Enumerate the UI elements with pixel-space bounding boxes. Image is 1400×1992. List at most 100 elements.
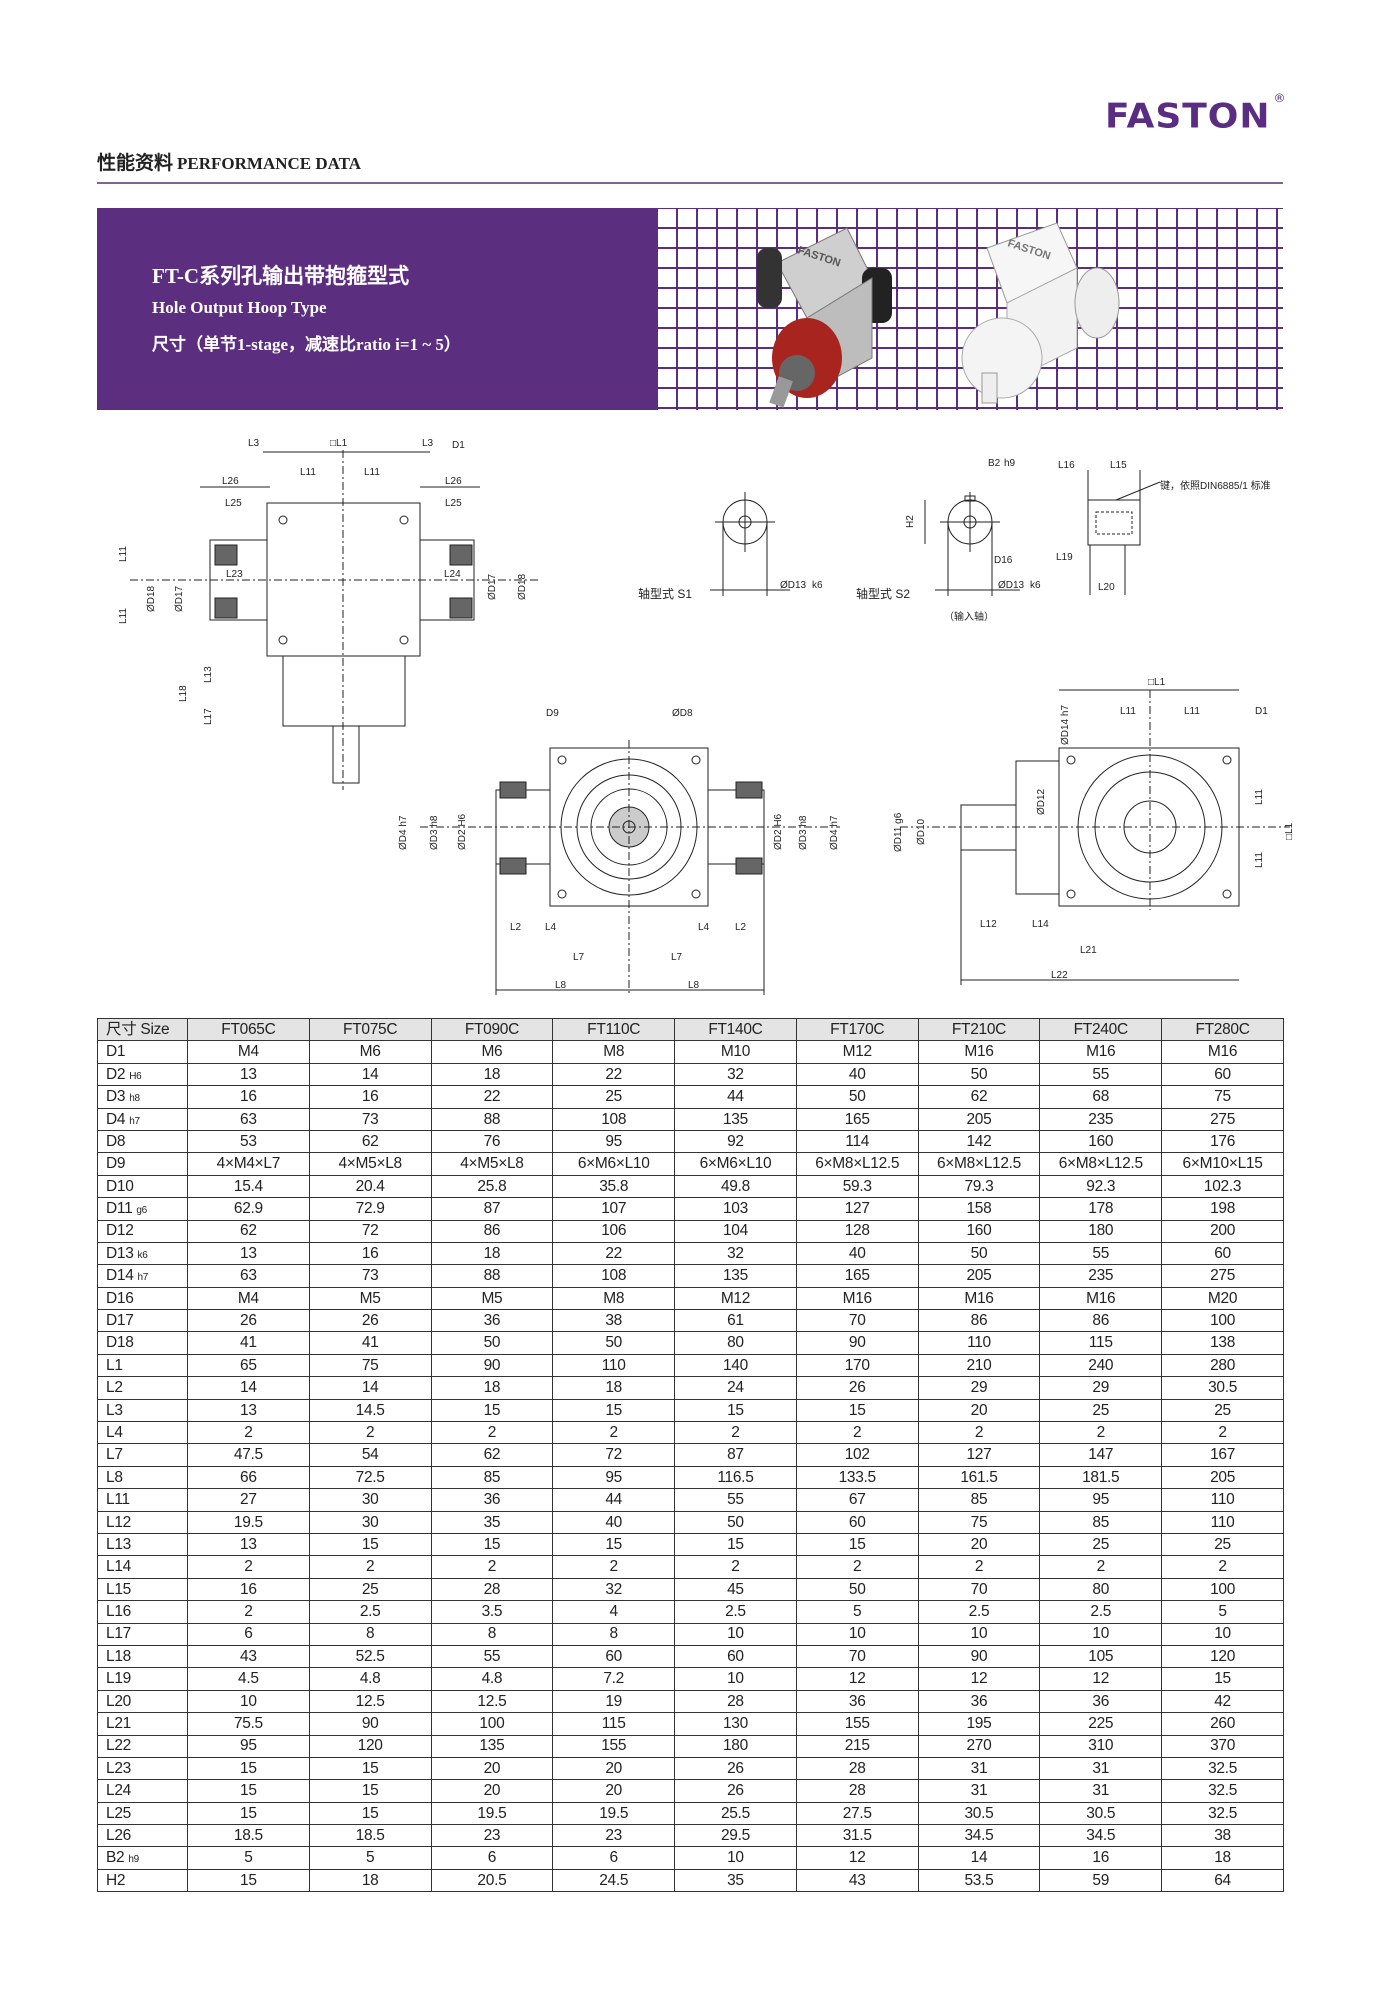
value-cell: 31 — [917, 1779, 1041, 1803]
value-cell: 210 — [917, 1353, 1041, 1378]
dim-label: ØD18 — [146, 585, 157, 612]
param-cell: H2 — [97, 1868, 188, 1893]
param-name: L8 — [106, 1468, 123, 1486]
header-size: 尺寸 Size — [97, 1017, 188, 1042]
value-cell: 120 — [308, 1734, 432, 1758]
value-cell: 30 — [308, 1488, 432, 1512]
value-cell: 28 — [674, 1689, 797, 1714]
value-cell: 103 — [674, 1197, 797, 1221]
value-cell: 90 — [308, 1712, 432, 1736]
param-cell: D16 — [97, 1286, 188, 1311]
value-cell: 65 — [187, 1353, 310, 1378]
gearbox-images: FASTON FASTON — [757, 222, 1120, 408]
value-cell: 30.5 — [1039, 1801, 1163, 1826]
value-cell: 62 — [187, 1219, 310, 1243]
value-cell: 18 — [1161, 1846, 1284, 1870]
value-cell: 280 — [1161, 1353, 1284, 1378]
value-cell: 5 — [308, 1846, 432, 1870]
value-cell: M16 — [795, 1286, 919, 1311]
value-cell: 120 — [1161, 1644, 1284, 1669]
value-cell: 15 — [552, 1532, 676, 1557]
value-cell: 13 — [187, 1062, 310, 1087]
value-cell: 36 — [430, 1488, 554, 1512]
value-cell: 102 — [795, 1443, 919, 1467]
value-cell: 62 — [917, 1085, 1041, 1109]
dim-label: L7 — [573, 952, 585, 963]
value-cell: 8 — [308, 1622, 432, 1646]
value-cell: 20.5 — [430, 1868, 554, 1893]
param-name: D8 — [106, 1132, 126, 1150]
value-cell: 176 — [1161, 1129, 1284, 1154]
header-model: FT075C — [308, 1017, 432, 1042]
value-cell: 20 — [430, 1756, 554, 1781]
value-cell: 4.8 — [430, 1667, 554, 1691]
dim-label: L3 — [422, 438, 434, 449]
value-cell: 35 — [674, 1868, 797, 1893]
value-cell: 10 — [674, 1667, 797, 1691]
dim-label: L25 — [225, 498, 242, 509]
dim-label: ØD17 — [174, 585, 185, 612]
shaft-s1-drawing — [710, 492, 790, 596]
value-cell: 95 — [1039, 1488, 1163, 1512]
value-cell: M12 — [674, 1286, 797, 1311]
param-name: D1 — [106, 1043, 126, 1061]
param-name: D9 — [106, 1155, 126, 1173]
param-name: H2 — [106, 1871, 126, 1889]
value-cell: 29.5 — [674, 1824, 797, 1848]
value-cell: 18.5 — [308, 1824, 432, 1848]
dim-label: ØD18 — [517, 573, 528, 600]
dim-label: L4 — [698, 922, 710, 933]
value-cell: 275 — [1161, 1107, 1284, 1131]
value-cell: 13 — [187, 1532, 310, 1557]
value-cell: 12 — [917, 1667, 1041, 1691]
param-cell: L11 — [97, 1488, 188, 1512]
value-cell: 75.5 — [187, 1712, 310, 1736]
value-cell: 15 — [795, 1532, 919, 1557]
param-cell: L24 — [97, 1779, 188, 1803]
value-cell: 60 — [1161, 1062, 1284, 1087]
value-cell: 15 — [308, 1532, 432, 1557]
value-cell: 2 — [187, 1600, 310, 1624]
value-cell: 53.5 — [917, 1868, 1041, 1893]
value-cell: 105 — [1039, 1644, 1163, 1669]
value-cell: 270 — [917, 1734, 1041, 1758]
value-cell: 20 — [552, 1779, 676, 1803]
value-cell: 38 — [552, 1309, 676, 1333]
param-cell: L19 — [97, 1667, 188, 1691]
value-cell: 16 — [1039, 1846, 1163, 1870]
value-cell: 165 — [795, 1107, 919, 1131]
value-cell: 16 — [187, 1085, 310, 1109]
value-cell: 26 — [674, 1756, 797, 1781]
param-name: L24 — [106, 1782, 131, 1800]
key-drawing — [1087, 470, 1161, 595]
dim-label: L8 — [555, 980, 567, 991]
title-en: PERFORMANCE DATA — [177, 154, 362, 173]
param-name: L1 — [106, 1356, 123, 1374]
value-cell: 15 — [1161, 1667, 1284, 1691]
param-name: D10 — [106, 1177, 134, 1195]
shaft-s1-label: 轴型式 S1 — [638, 586, 692, 601]
header-model: FT140C — [674, 1017, 797, 1042]
param-name: L21 — [106, 1715, 131, 1733]
value-cell: 2 — [1039, 1421, 1163, 1445]
value-cell: 15 — [308, 1779, 432, 1803]
value-cell: 142 — [917, 1129, 1041, 1154]
value-cell: 4×M5×L8 — [430, 1152, 554, 1176]
value-cell: 70 — [795, 1644, 919, 1669]
value-cell: 36 — [917, 1689, 1041, 1714]
banner-spec: 尺寸（单节1-stage，减速比ratio i=1 ~ 5） — [152, 335, 461, 354]
param-name: L4 — [106, 1423, 123, 1441]
value-cell: 31 — [917, 1756, 1041, 1781]
param-cell: L20 — [97, 1689, 188, 1714]
